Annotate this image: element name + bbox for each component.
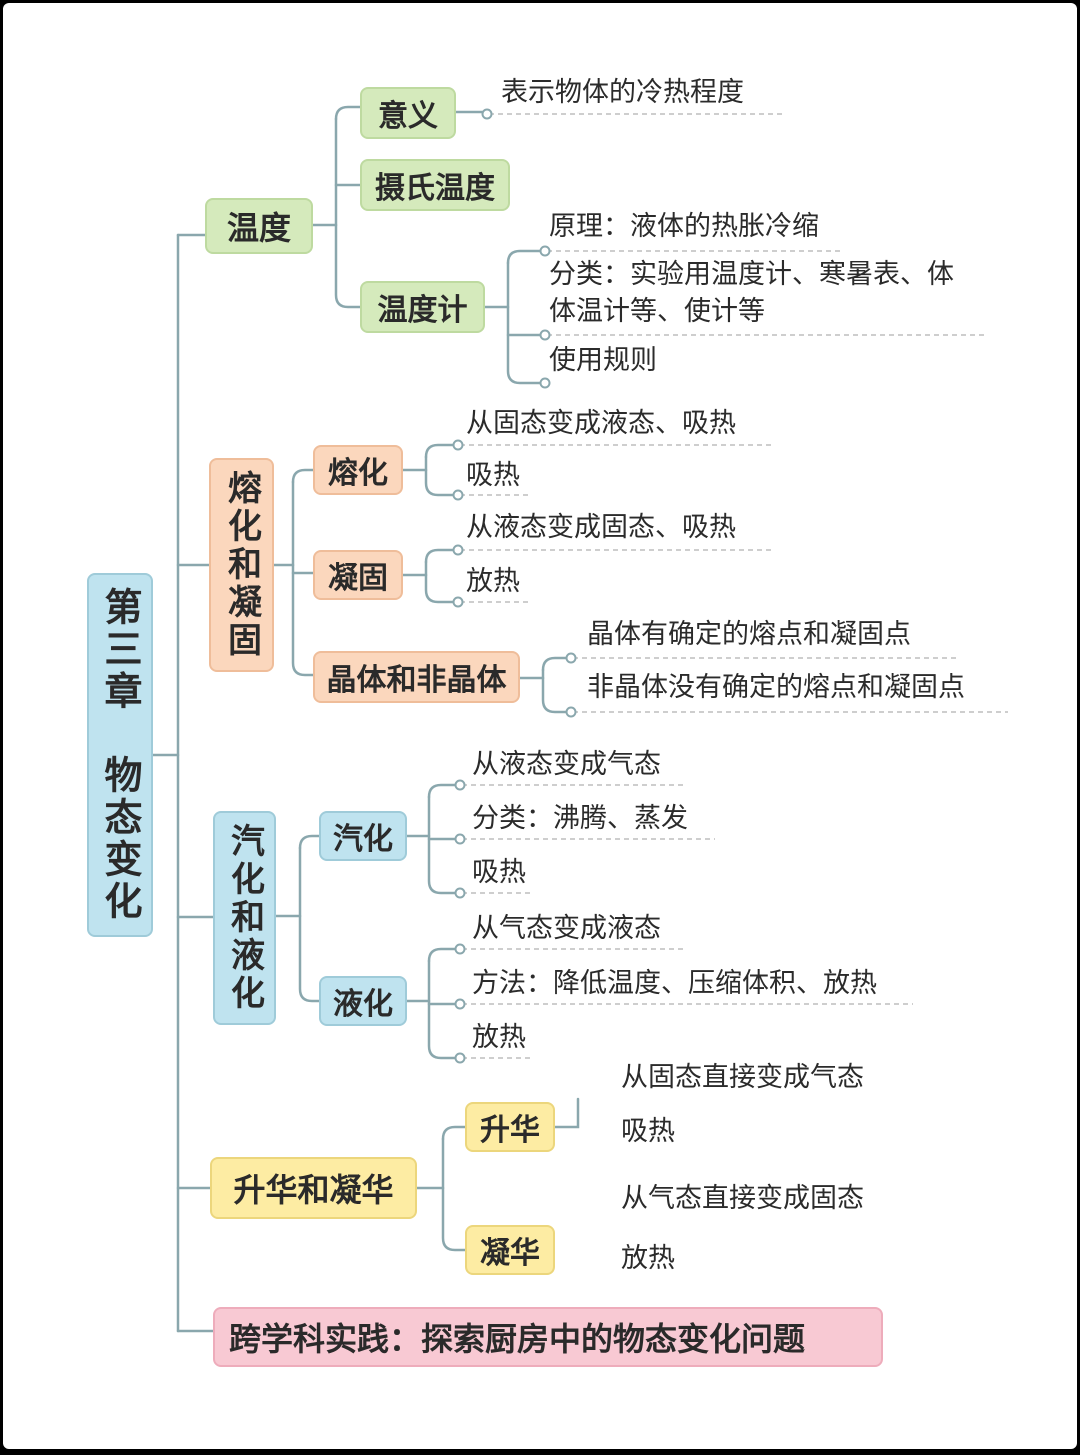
leaf-melting-2: 吸热	[466, 460, 520, 491]
leaf-liquefaction-3: 放热	[472, 1022, 526, 1053]
node-crystal[interactable]: 晶体和非晶体	[313, 651, 520, 703]
leaf-vaporization-3: 吸热	[472, 857, 526, 888]
mindmap-canvas: 第三章 物态变化 温度 意义 表示物体的冷热程度 摄氏温度 温度计 原理：液体的…	[3, 3, 1077, 1449]
root-node[interactable]: 第三章 物态变化	[87, 573, 153, 937]
node-celsius[interactable]: 摄氏温度	[360, 159, 510, 211]
node-solidifying[interactable]: 凝固	[313, 550, 403, 600]
node-melting-group[interactable]: 熔化和凝固	[209, 458, 274, 672]
node-melting[interactable]: 熔化	[313, 445, 403, 495]
node-meaning[interactable]: 意义	[360, 87, 456, 139]
node-sublimation-group[interactable]: 升华和凝华	[210, 1157, 417, 1219]
leaf-deposition-1: 从气态直接变成固态	[621, 1183, 864, 1214]
leaf-crystal-1: 晶体有确定的熔点和凝固点	[587, 619, 911, 650]
leaf-crystal-2: 非晶体没有确定的熔点和凝固点	[587, 672, 965, 703]
node-vaporization[interactable]: 汽化	[319, 811, 407, 861]
leaf-deposition-2: 放热	[621, 1243, 675, 1274]
node-temperature[interactable]: 温度	[205, 198, 313, 254]
leaf-thermometer-principle: 原理：液体的热胀冷缩	[549, 211, 819, 242]
leaf-solidifying-1: 从液态变成固态、吸热	[466, 512, 736, 543]
node-vapor-group[interactable]: 汽化和液化	[213, 811, 276, 1025]
leaf-vaporization-2: 分类：沸腾、蒸发	[472, 803, 688, 834]
leaf-vaporization-1: 从液态变成气态	[472, 749, 661, 780]
node-liquefaction[interactable]: 液化	[319, 976, 407, 1026]
leaf-liquefaction-1: 从气态变成液态	[472, 913, 661, 944]
leaf-liquefaction-2: 方法：降低温度、压缩体积、放热	[472, 968, 877, 999]
leaf-thermometer-types-line2: 体温计等、使计等	[549, 296, 765, 327]
leaf-solidifying-2: 放热	[466, 566, 520, 597]
leaf-sublimation-1: 从固态直接变成气态	[621, 1062, 864, 1093]
node-sublimation[interactable]: 升华	[465, 1102, 555, 1152]
connector-lines	[151, 105, 1008, 1333]
node-practice[interactable]: 跨学科实践：探索厨房中的物态变化问题	[213, 1307, 883, 1367]
node-deposition[interactable]: 凝华	[465, 1225, 555, 1275]
leaf-sublimation-2: 吸热	[621, 1116, 675, 1147]
leaf-thermometer-usage: 使用规则	[549, 345, 657, 376]
leaf-meaning: 表示物体的冷热程度	[501, 77, 744, 108]
leaf-melting-1: 从固态变成液态、吸热	[466, 408, 736, 439]
node-thermometer[interactable]: 温度计	[360, 281, 485, 333]
leaf-thermometer-types-line1: 分类：实验用温度计、寒暑表、体	[549, 259, 954, 290]
